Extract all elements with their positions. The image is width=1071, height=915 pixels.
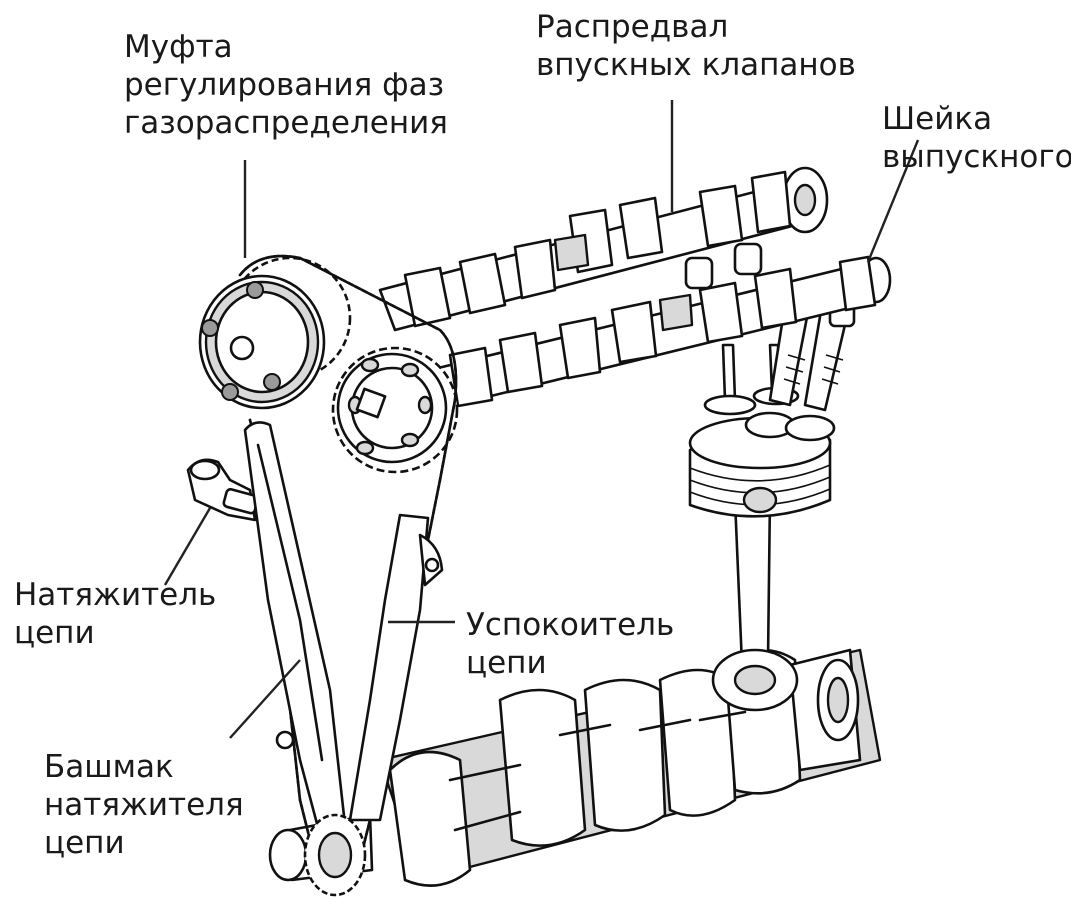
tensioner-shoe-label-line-1: Башмак (44, 748, 244, 786)
vvt-label-line-3: газораспределения (124, 104, 448, 142)
tensioner-shoe (245, 422, 345, 835)
exhaust-journal-label-line-1: Шейка (882, 100, 1071, 138)
intake-camshaft-label-line-2: впускных клапанов (536, 46, 856, 84)
tensioner-shoe-label: Башмак натяжителя цепи (44, 748, 244, 862)
crank-sprocket (305, 815, 365, 895)
chain-tensioner-label-line-1: Натяжитель (14, 576, 216, 614)
leader-tensioner (165, 508, 210, 585)
tensioner-shoe-label-line-2: натяжителя (44, 786, 244, 824)
chain-damper-label-line-2: цепи (466, 644, 674, 682)
exhaust-journal-label-line-2: выпускного (882, 138, 1071, 176)
vvt-unit (200, 258, 350, 408)
chain-tensioner-label: Натяжитель цепи (14, 576, 216, 652)
chain-damper-label-line-1: Успокоитель (466, 606, 674, 644)
vvt-label-line-1: Муфта (124, 28, 448, 66)
chain-tensioner (188, 460, 258, 520)
chain-tensioner-label-line-2: цепи (14, 614, 216, 652)
tensioner-shoe-label-line-3: цепи (44, 824, 244, 862)
intake-camshaft-label-line-1: Распредвал (536, 8, 856, 46)
vvt-coupling-label: Муфта регулирования фаз газораспределени… (124, 28, 448, 142)
vvt-label-line-2: регулирования фаз (124, 66, 448, 104)
intake-camshaft-label: Распредвал впускных клапанов (536, 8, 856, 84)
exhaust-sprocket (333, 348, 457, 472)
chain-damper-label: Успокоитель цепи (466, 606, 674, 682)
exhaust-journal-label: Шейка выпускного (882, 100, 1071, 176)
